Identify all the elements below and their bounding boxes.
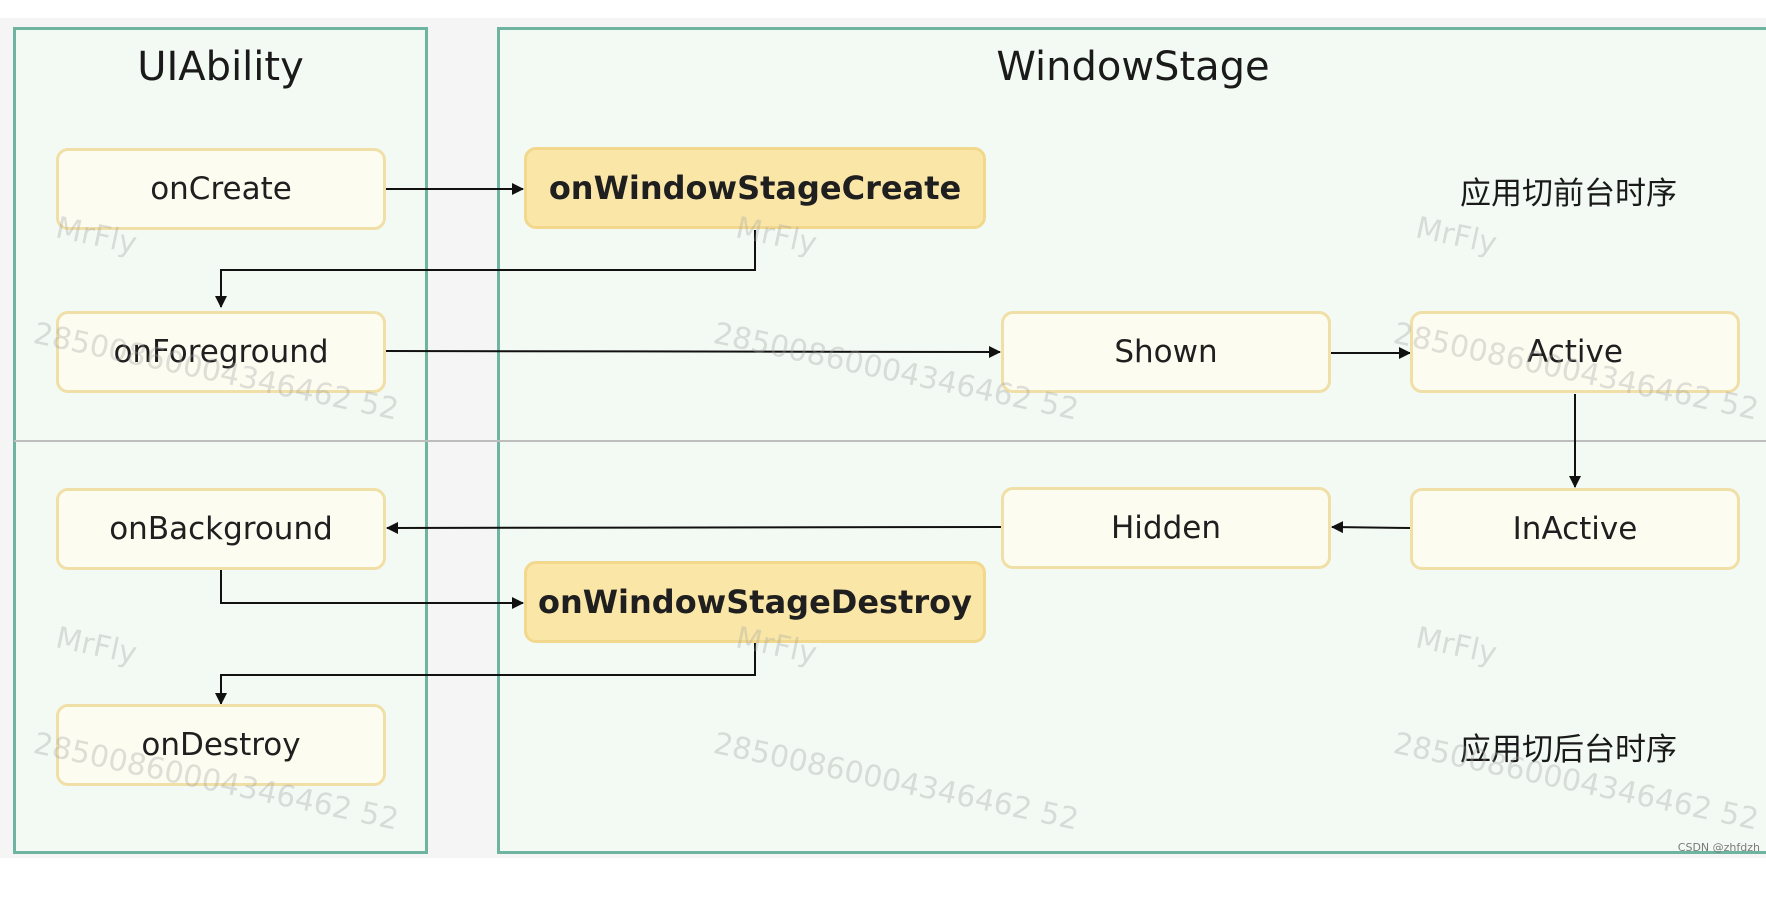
shown-label: Shown <box>1114 334 1218 370</box>
background-sequence-label: 应用切后台时序 <box>1460 732 1677 768</box>
active-node: Active <box>1410 311 1740 393</box>
onwindowstagedestroy-label: onWindowStageDestroy <box>537 583 973 621</box>
arrow-windowstagecreate-to-onforeground <box>215 230 756 308</box>
hidden-label: Hidden <box>1111 510 1221 546</box>
oncreate-node: onCreate <box>56 148 386 230</box>
oncreate-label: onCreate <box>150 171 292 207</box>
windowstage-title: WindowStage <box>996 44 1270 90</box>
foreground-sequence-label: 应用切前台时序 <box>1460 176 1677 212</box>
uiability-title: UIAbility <box>137 44 304 90</box>
ondestroy-node: onDestroy <box>56 704 386 786</box>
arrow-hidden-to-onbackground <box>386 521 1002 534</box>
onforeground-node: onForeground <box>56 311 386 393</box>
arrow-inactive-to-hidden <box>1331 521 1412 534</box>
inactive-node: InActive <box>1410 488 1740 570</box>
lifecycle-diagram: UIAbility WindowStage onCreate onForegro… <box>0 18 1766 858</box>
phase-divider <box>14 440 1766 442</box>
arrow-onforeground-to-shown <box>384 345 1001 358</box>
onwindowstagecreate-label: onWindowStageCreate <box>548 169 962 207</box>
onwindowstagedestroy-node: onWindowStageDestroy <box>524 561 986 643</box>
onforeground-label: onForeground <box>113 334 329 370</box>
onwindowstagecreate-node: onWindowStageCreate <box>524 147 986 229</box>
connector-arrows <box>215 183 1581 705</box>
arrow-onbackground-to-windowstagedestroy <box>220 570 524 609</box>
ondestroy-label: onDestroy <box>141 727 301 763</box>
arrow-windowstagedestroy-to-ondestroy <box>215 643 756 705</box>
onbackground-node: onBackground <box>56 488 386 570</box>
hidden-node: Hidden <box>1001 487 1331 569</box>
inactive-label: InActive <box>1512 511 1638 547</box>
onbackground-label: onBackground <box>109 511 333 547</box>
credit-text: CSDN @zhfdzh <box>1677 841 1760 854</box>
shown-node: Shown <box>1001 311 1331 393</box>
active-label: Active <box>1527 334 1623 370</box>
